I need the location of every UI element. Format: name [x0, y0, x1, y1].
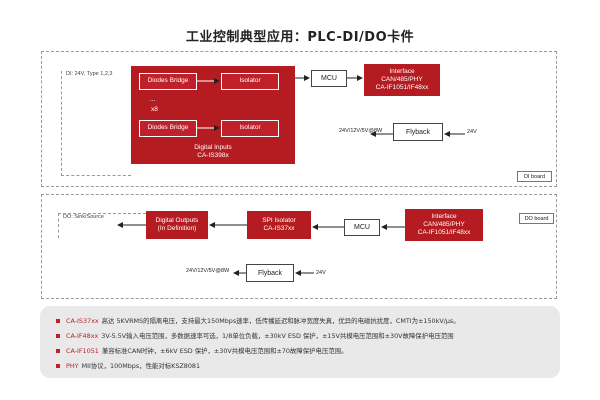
note-key: CA-IS37xx	[66, 316, 99, 325]
note-key: CA-IF48xx	[66, 331, 99, 340]
di-input-bracket	[61, 71, 131, 176]
note-text: 3V-5.5V输入电压范围，多数据速率可选，1/8单位负载，±30kV ESD …	[101, 332, 454, 340]
do-flyback-output-label: 24V/12V/5V@8W	[186, 268, 230, 274]
channel-count: x8	[151, 106, 158, 113]
isolator-2: Isolator	[221, 120, 279, 137]
isolator-1: Isolator	[221, 73, 279, 90]
di-flyback-output-label: 24V/12V/5V@8W	[339, 128, 383, 134]
bullet-icon	[56, 348, 60, 353]
do-flyback-input-label: 24V	[316, 270, 326, 276]
spi-isolator-box: SPI Isolator CA-IS37xx	[247, 211, 311, 239]
do-mcu-box: MCU	[344, 219, 380, 236]
do-flyback-box: Flyback	[246, 264, 294, 282]
bullet-icon	[56, 333, 60, 338]
bullet-icon	[56, 363, 60, 368]
di-board-tag: DI board	[517, 171, 552, 182]
do-output-bracket	[58, 213, 146, 238]
spi-isolator-title: SPI Isolator	[262, 216, 296, 224]
do-interface-protocols: CAN/485/PHY	[423, 220, 465, 228]
di-interface-parts: CA-IF1051/IF48xx	[375, 84, 429, 92]
do-board-section	[41, 194, 557, 299]
digital-inputs-part: CA-IS398x	[197, 152, 229, 159]
di-flyback-box: Flyback	[393, 123, 443, 141]
note-text: 高达 5KVRMS的隔离电压，支持最大150Mbps速率，低传播延迟和脉冲宽度失…	[101, 317, 460, 325]
di-input-label: DI: 24V, Type 1,2,3	[66, 71, 113, 77]
di-interface-protocols: CAN/485/PHY	[381, 75, 423, 83]
page-title: 工业控制典型应用：PLC-DI/DO卡件	[185, 30, 415, 45]
do-interface-title: Interface	[431, 212, 457, 220]
note-item: CA-IF48xx 3V-5.5V输入电压范围，多数据速率可选，1/8单位负载，…	[56, 328, 550, 343]
notes-panel: CA-IS37xx 高达 5KVRMS的隔离电压，支持最大150Mbps速率，低…	[40, 306, 560, 378]
di-board-section	[41, 51, 557, 187]
do-output-label: DO: Sink/Source	[63, 214, 104, 220]
spi-isolator-part: CA-IS37xx	[263, 225, 295, 232]
do-board-tag: DO board	[519, 213, 554, 224]
do-interface-parts: CA-IF1051/IF48xx	[417, 229, 471, 237]
diodes-bridge-2: Diodes Bridge	[139, 120, 197, 137]
diodes-bridge-1: Diodes Bridge	[139, 73, 197, 90]
digital-outputs-box: Digital Outputs (In Definition)	[146, 211, 208, 239]
di-interface-title: Interface	[389, 67, 415, 75]
bullet-icon	[56, 318, 60, 323]
di-mcu-box: MCU	[311, 70, 347, 87]
di-flyback-input-label: 24V	[467, 129, 477, 135]
note-item: CA-IS37xx 高达 5KVRMS的隔离电压，支持最大150Mbps速率，低…	[56, 313, 550, 328]
channel-ellipsis: ...	[150, 96, 156, 103]
note-item: CA-IF1051 兼容标准CAN时钟，±6kV ESD 保护，±30V共模电压…	[56, 343, 550, 358]
note-text: 兼容标准CAN时钟，±6kV ESD 保护，±30V共模电压范围和±70故障保护…	[101, 347, 348, 355]
digital-outputs-status: (In Definition)	[157, 225, 197, 232]
do-interface-box: Interface CAN/485/PHY CA-IF1051/IF48xx	[405, 209, 483, 241]
digital-inputs-title: Digital Inputs	[194, 144, 232, 151]
note-key: CA-IF1051	[66, 346, 99, 355]
digital-outputs-title: Digital Outputs	[155, 216, 199, 224]
di-interface-box: Interface CAN/485/PHY CA-IF1051/IF48xx	[364, 64, 440, 96]
note-item: PHY MII协议，100Mbps，性能对标KSZ8081	[56, 358, 550, 373]
note-text: MII协议，100Mbps，性能对标KSZ8081	[81, 362, 201, 370]
note-key: PHY	[66, 361, 79, 370]
